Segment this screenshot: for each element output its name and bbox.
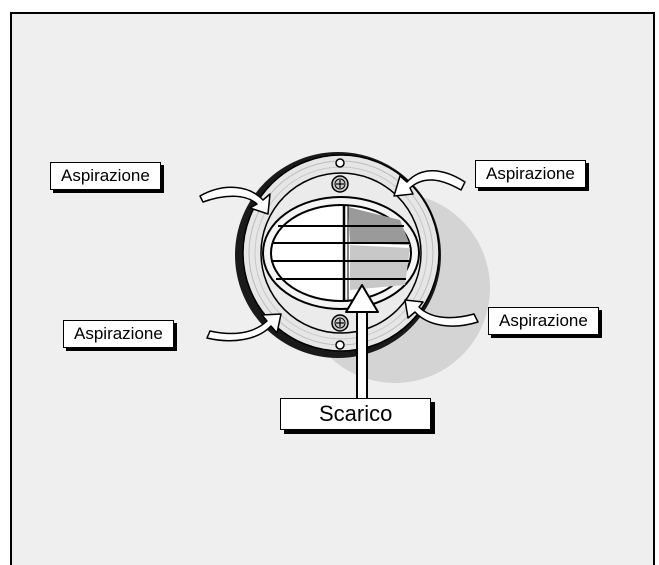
intake-label-bottom-right: Aspirazione [488, 307, 599, 335]
intake-label-bottom-left: Aspirazione [63, 320, 174, 348]
intake-label-top-left: Aspirazione [50, 162, 161, 190]
top-screw-icon [331, 158, 349, 193]
intake-arrow-top-right [393, 170, 466, 197]
intake-label-top-right: Aspirazione [475, 160, 586, 188]
intake-arrow-bottom-right [404, 299, 479, 327]
intake-arrow-top-left [199, 186, 271, 215]
bottom-screw-icon [331, 314, 349, 350]
exhaust-label: Scarico [280, 398, 432, 430]
intake-arrow-bottom-left [206, 313, 282, 342]
vent-grille [262, 196, 420, 310]
